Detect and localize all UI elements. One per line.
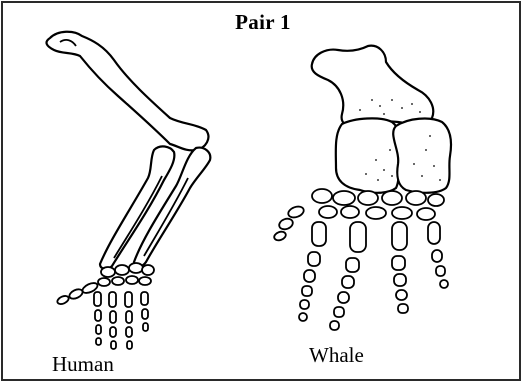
human-thumb: [56, 281, 99, 306]
human-fingers: [94, 292, 148, 349]
human-label: Human: [52, 352, 114, 377]
whale-humerus: [312, 46, 434, 127]
whale-label: Whale: [309, 343, 364, 368]
whale-digit-2: [299, 222, 326, 321]
whale-digit-1: [273, 205, 305, 242]
human-arm: [47, 32, 211, 349]
whale-radius: [336, 118, 401, 192]
human-carpals: [98, 263, 154, 286]
whale-digit-4: [392, 222, 408, 313]
whale-ulna: [393, 119, 451, 193]
whale-digit-3: [330, 222, 366, 330]
human-humerus: [47, 32, 209, 151]
whale-digit-5: [428, 222, 448, 288]
whale-flipper: [273, 46, 451, 330]
